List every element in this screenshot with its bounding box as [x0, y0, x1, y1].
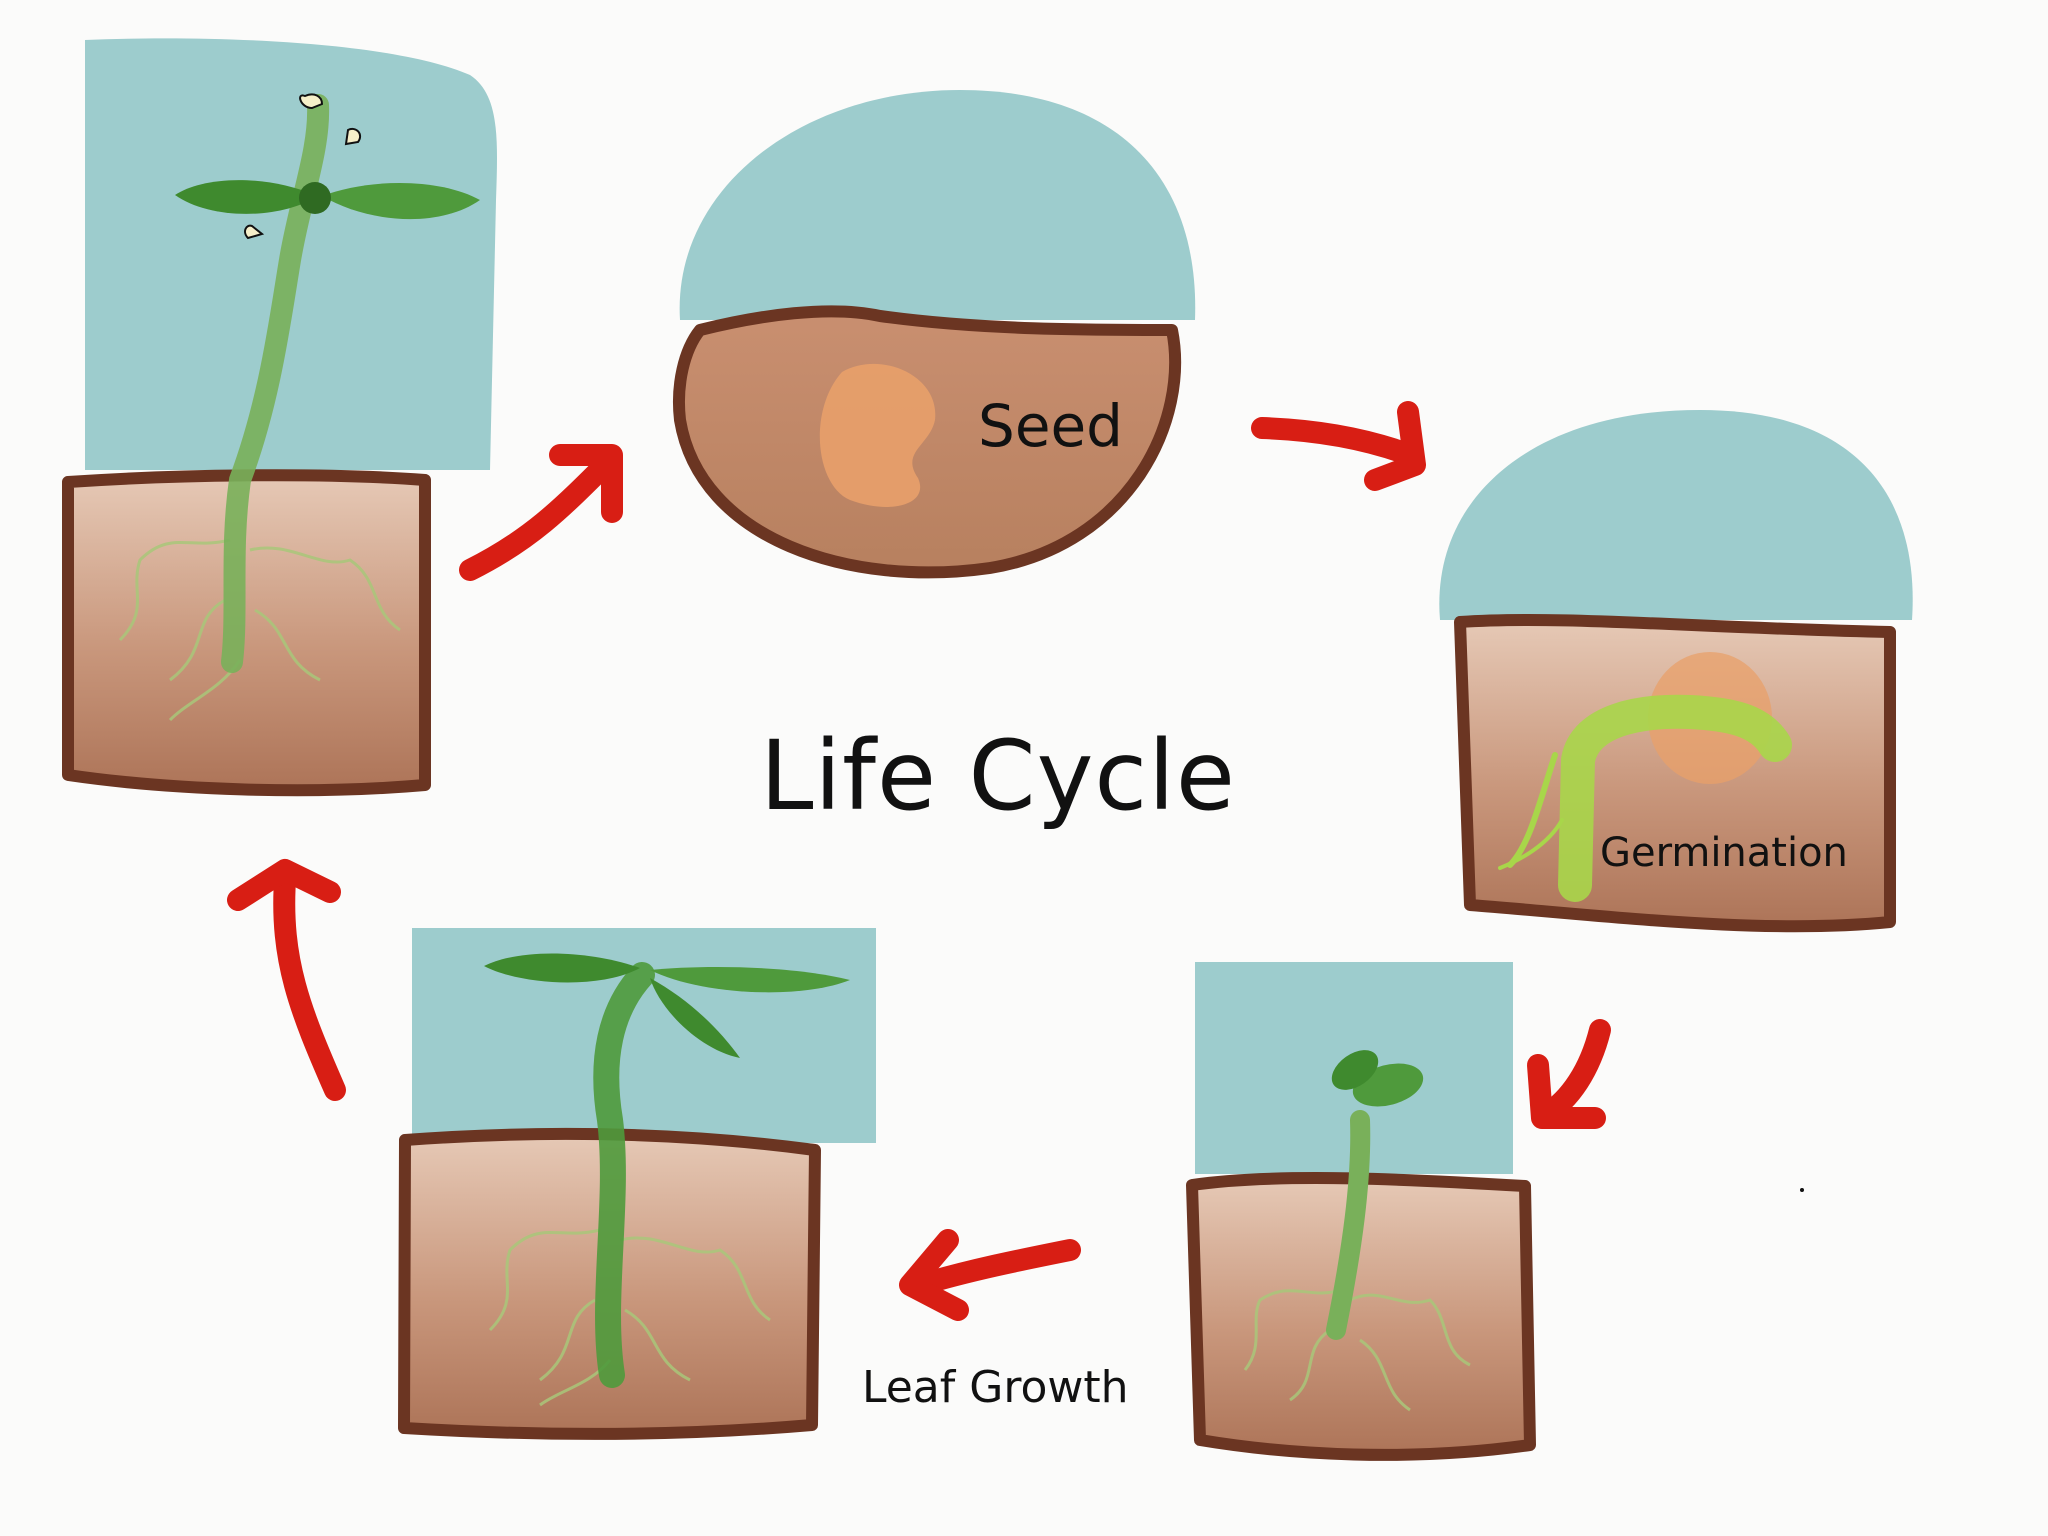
soil-box: [62, 469, 431, 797]
stage-seed: [673, 90, 1196, 579]
sprout-icon: [1498, 694, 1792, 902]
stage-label-germination: Germination: [1600, 830, 1848, 876]
arrow-icon: [899, 1229, 1081, 1321]
sky-dome: [679, 90, 1196, 320]
sky-dome: [1439, 410, 1913, 620]
stage-label-leaf-growth: Leaf Growth: [862, 1362, 1129, 1413]
root-lines: [1243, 1288, 1471, 1412]
sky-box: [412, 928, 876, 1143]
arrow-icon: [459, 444, 623, 581]
dot-mark: [1800, 1188, 1804, 1192]
arrows: [227, 401, 1611, 1321]
seed-icon: [819, 363, 936, 507]
plant-icon: [484, 953, 850, 1388]
stage-germination: [1439, 410, 1913, 933]
stage-label-seed: Seed: [978, 392, 1123, 460]
stage-seedling: [1186, 962, 1536, 1461]
root-lines: [118, 538, 401, 722]
stage-leaf-growth: [398, 928, 876, 1440]
seedling-icon: [1326, 1050, 1424, 1340]
arrow-icon: [1251, 401, 1426, 491]
arrow-icon: [227, 859, 346, 1101]
diagram-title: Life Cycle: [760, 720, 1236, 832]
arrow-icon: [1527, 1019, 1611, 1129]
flowering-plant-icon: [175, 93, 480, 673]
soil-box: [1186, 1172, 1536, 1461]
soil-bowl: [673, 305, 1182, 579]
stage-flowering: [62, 38, 497, 797]
flower-bud-icon: [244, 93, 362, 240]
